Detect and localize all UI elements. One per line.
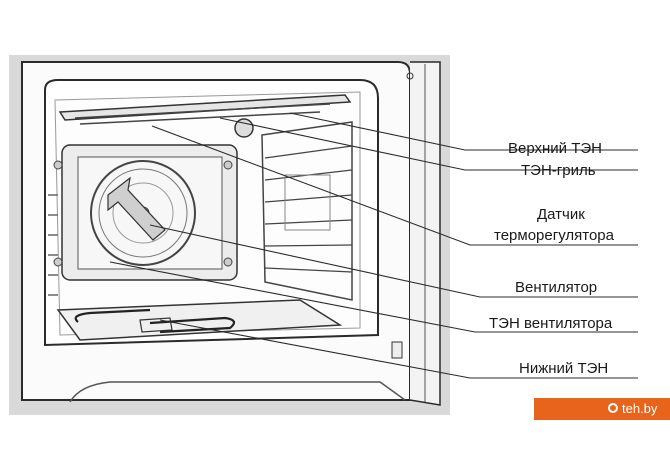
callout-lower-heater [159, 319, 638, 379]
label-fan: Вентилятор [515, 279, 598, 296]
callout-fan-heater [109, 261, 638, 333]
left-rails [48, 194, 58, 296]
watermark-text: teh.by [622, 401, 658, 416]
screw-icon [53, 257, 63, 267]
callout-upper-heater [289, 112, 638, 151]
watermark-badge: teh.by [534, 398, 670, 420]
fan-grille [98, 168, 188, 258]
side-rack-back [284, 174, 331, 231]
side-rack [261, 121, 353, 301]
airflow-arrow [107, 176, 166, 241]
label-sensor-line1: Датчик [537, 206, 585, 223]
label-fan-heater: ТЭН вентилятора [489, 315, 613, 332]
screw-icon [53, 160, 63, 170]
fan-grille-inner [112, 182, 174, 244]
lower-heater [74, 308, 236, 334]
lower-heater-bracket [139, 317, 173, 333]
screw-icon [223, 160, 233, 170]
callout-grill-heater [219, 117, 638, 171]
watermark-logo-icon [608, 403, 618, 413]
upper-heater [58, 94, 352, 121]
door-glass [69, 381, 406, 403]
door-hinge-dot [406, 72, 414, 80]
screw-icon [223, 257, 233, 267]
callout-lines [109, 112, 638, 379]
grill-heater [74, 103, 331, 125]
label-sensor-line2: терморегулятора [494, 227, 614, 244]
label-grill-heater: ТЭН-гриль [521, 162, 596, 179]
label-lower-heater: Нижний ТЭН [519, 360, 609, 377]
label-upper-heater: Верхний ТЭН [508, 140, 603, 157]
door-latch [391, 341, 403, 359]
callout-fan [149, 224, 638, 298]
callout-sensor [151, 125, 638, 246]
fan-heater-ring [90, 160, 196, 266]
